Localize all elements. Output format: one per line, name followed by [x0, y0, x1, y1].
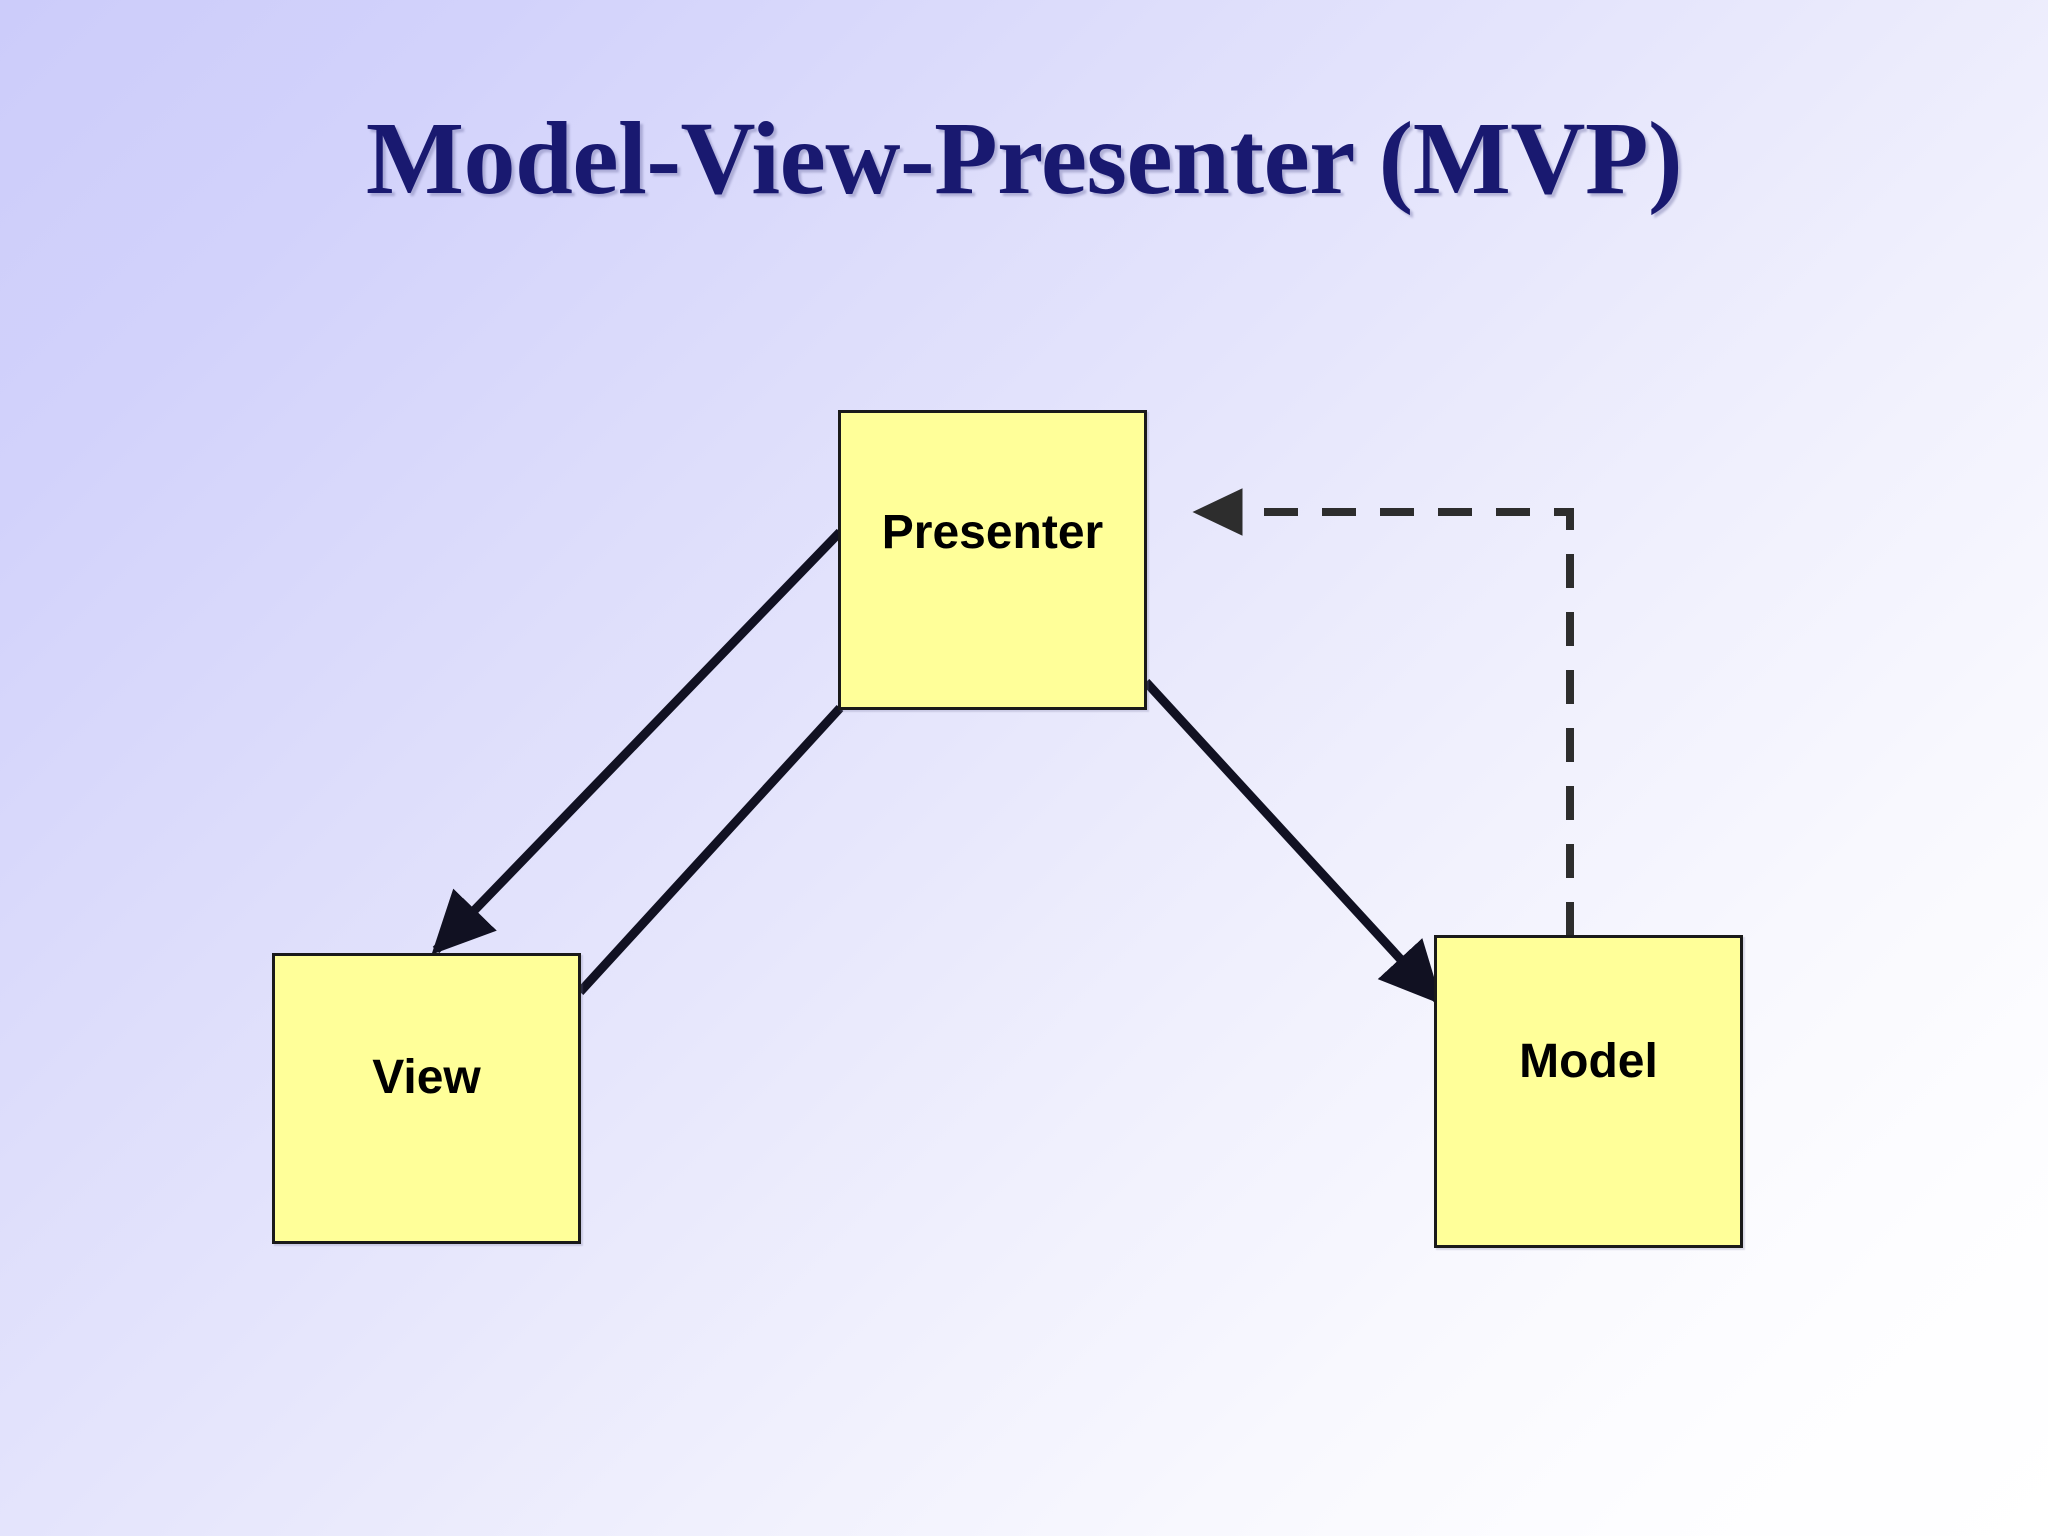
- edge-presenter-to-view: [431, 528, 844, 955]
- node-view-label: View: [372, 1051, 481, 1104]
- node-model[interactable]: Model: [1434, 935, 1743, 1248]
- edge-model-to-presenter: [1192, 488, 1574, 936]
- edge-view-to-presenter: [576, 704, 844, 996]
- node-view[interactable]: View: [272, 953, 581, 1244]
- node-model-label: Model: [1519, 1035, 1658, 1088]
- page-title: Model-View-Presenter (MVP): [365, 101, 1683, 216]
- node-presenter-label: Presenter: [881, 506, 1104, 559]
- edge-presenter-to-model: [1142, 678, 1443, 1005]
- node-presenter[interactable]: Presenter: [838, 410, 1147, 710]
